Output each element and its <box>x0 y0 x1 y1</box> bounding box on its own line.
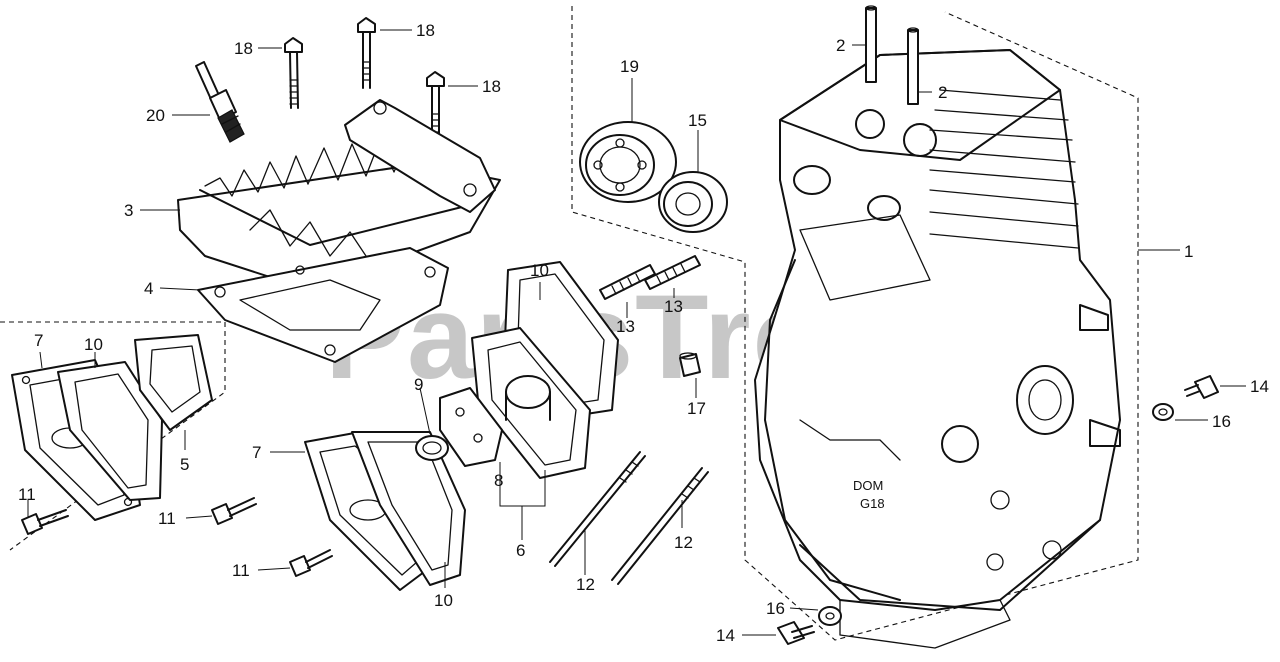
head-bolt-3 <box>426 71 445 141</box>
head-bolt-2 <box>357 17 376 89</box>
callout-14-b: 14 <box>716 626 735 645</box>
callout-5: 5 <box>180 455 189 474</box>
guide-pin-1 <box>865 5 877 83</box>
callout-14-a: 14 <box>1250 377 1269 396</box>
long-stud-1 <box>549 451 646 567</box>
callout-10-b: 10 <box>84 335 103 354</box>
callout-11-c: 11 <box>232 561 250 580</box>
ball-bearing-large <box>579 121 677 203</box>
callout-18-b: 18 <box>416 21 435 40</box>
callout-16-b: 16 <box>766 599 785 618</box>
callout-11-b: 11 <box>158 509 176 528</box>
flange-bolt-right <box>1184 375 1219 399</box>
head-bolt-1 <box>284 37 303 109</box>
callout-labels: 2 2 19 15 18 18 18 20 3 4 1 10 10 10 13 … <box>18 21 1269 645</box>
breather-gasket-left <box>57 361 163 501</box>
callout-18-a: 18 <box>234 39 253 58</box>
group-box-bearings <box>571 6 1139 641</box>
cover-bolt-3 <box>289 549 333 577</box>
cover-bolt-1 <box>21 509 69 535</box>
intake-gasket <box>439 387 503 467</box>
breather-plate <box>134 334 213 431</box>
callout-12-b: 12 <box>674 533 693 552</box>
stud-short-2 <box>644 255 701 290</box>
callout-4: 4 <box>144 279 153 298</box>
callout-20: 20 <box>146 106 165 125</box>
dowel-pin <box>679 352 701 377</box>
guide-pin-2 <box>907 27 919 105</box>
callout-17: 17 <box>687 399 706 418</box>
head-gasket <box>197 247 449 363</box>
callout-9: 9 <box>414 375 423 394</box>
washer-right <box>1152 403 1174 421</box>
callout-6: 6 <box>516 541 525 560</box>
callout-10-c: 10 <box>434 591 453 610</box>
callout-15: 15 <box>688 111 707 130</box>
callout-11-a: 11 <box>18 485 36 504</box>
callout-8: 8 <box>494 471 503 490</box>
stud-short-1 <box>599 264 656 300</box>
ball-bearing-small <box>658 171 728 233</box>
callout-19: 19 <box>620 57 639 76</box>
callout-18-c: 18 <box>482 77 501 96</box>
leader-lines <box>27 29 1246 636</box>
callout-3: 3 <box>124 201 133 220</box>
spark-plug <box>195 61 245 143</box>
callout-1: 1 <box>1184 242 1193 261</box>
callout-13-b: 13 <box>664 297 683 316</box>
callout-7-a: 7 <box>34 331 43 350</box>
casting-mark-2: G18 <box>860 496 885 511</box>
callout-10-a: 10 <box>530 261 549 280</box>
callout-12-a: 12 <box>576 575 595 594</box>
cover-bolt-2 <box>211 497 257 525</box>
group-box-covers <box>0 321 226 551</box>
long-stud-2 <box>611 467 709 585</box>
casting-mark-1: DOM <box>853 478 883 493</box>
flange-bolt-bottom <box>777 621 815 645</box>
callout-2-a: 2 <box>836 36 845 55</box>
callout-2-b: 2 <box>938 83 947 102</box>
callout-13-a: 13 <box>616 317 635 336</box>
callout-16-a: 16 <box>1212 412 1231 431</box>
cylinder-block <box>754 49 1121 649</box>
cylinder-head <box>177 99 501 291</box>
washer-bottom <box>818 606 842 626</box>
collar <box>415 435 449 461</box>
callout-7-b: 7 <box>252 443 261 462</box>
